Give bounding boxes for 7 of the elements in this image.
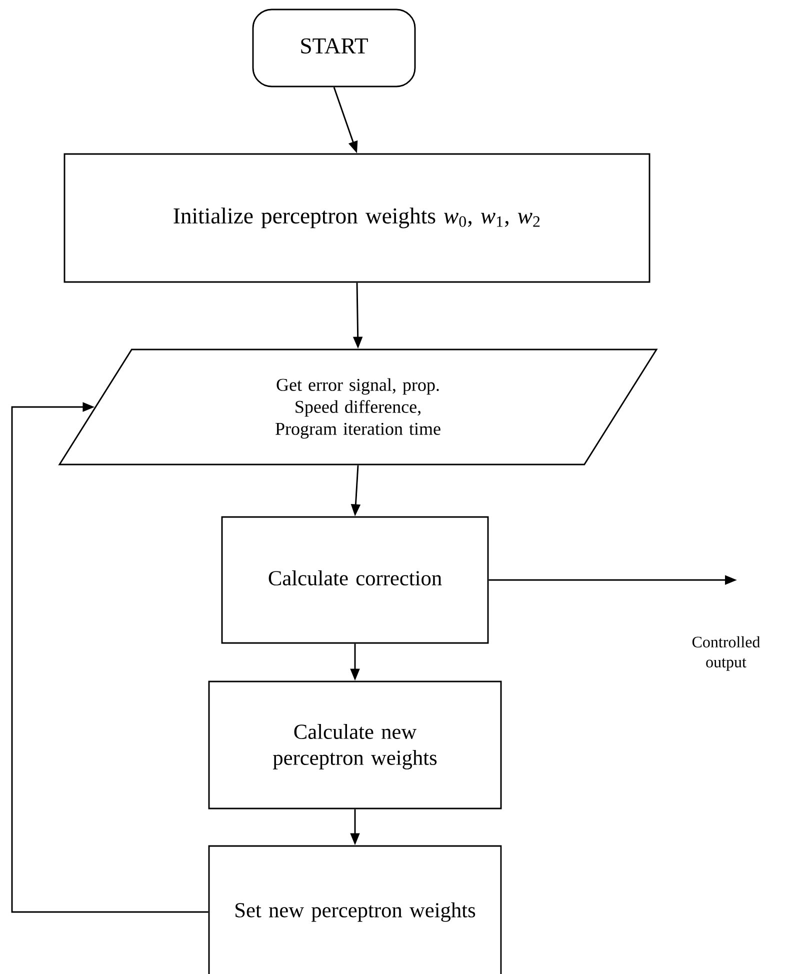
output-label: Controlled output xyxy=(692,636,760,671)
process-box: Calculate new perceptron weights xyxy=(208,680,502,810)
process-box: Initialize perceptron weights w$_{0}$, w$_{1}$, w$_{2}$ xyxy=(64,153,650,283)
start-terminal: START xyxy=(252,8,416,88)
process-box: Set new perceptron weights xyxy=(208,845,502,974)
arrow xyxy=(11,402,208,913)
process-box: Calculate correction xyxy=(221,516,489,644)
